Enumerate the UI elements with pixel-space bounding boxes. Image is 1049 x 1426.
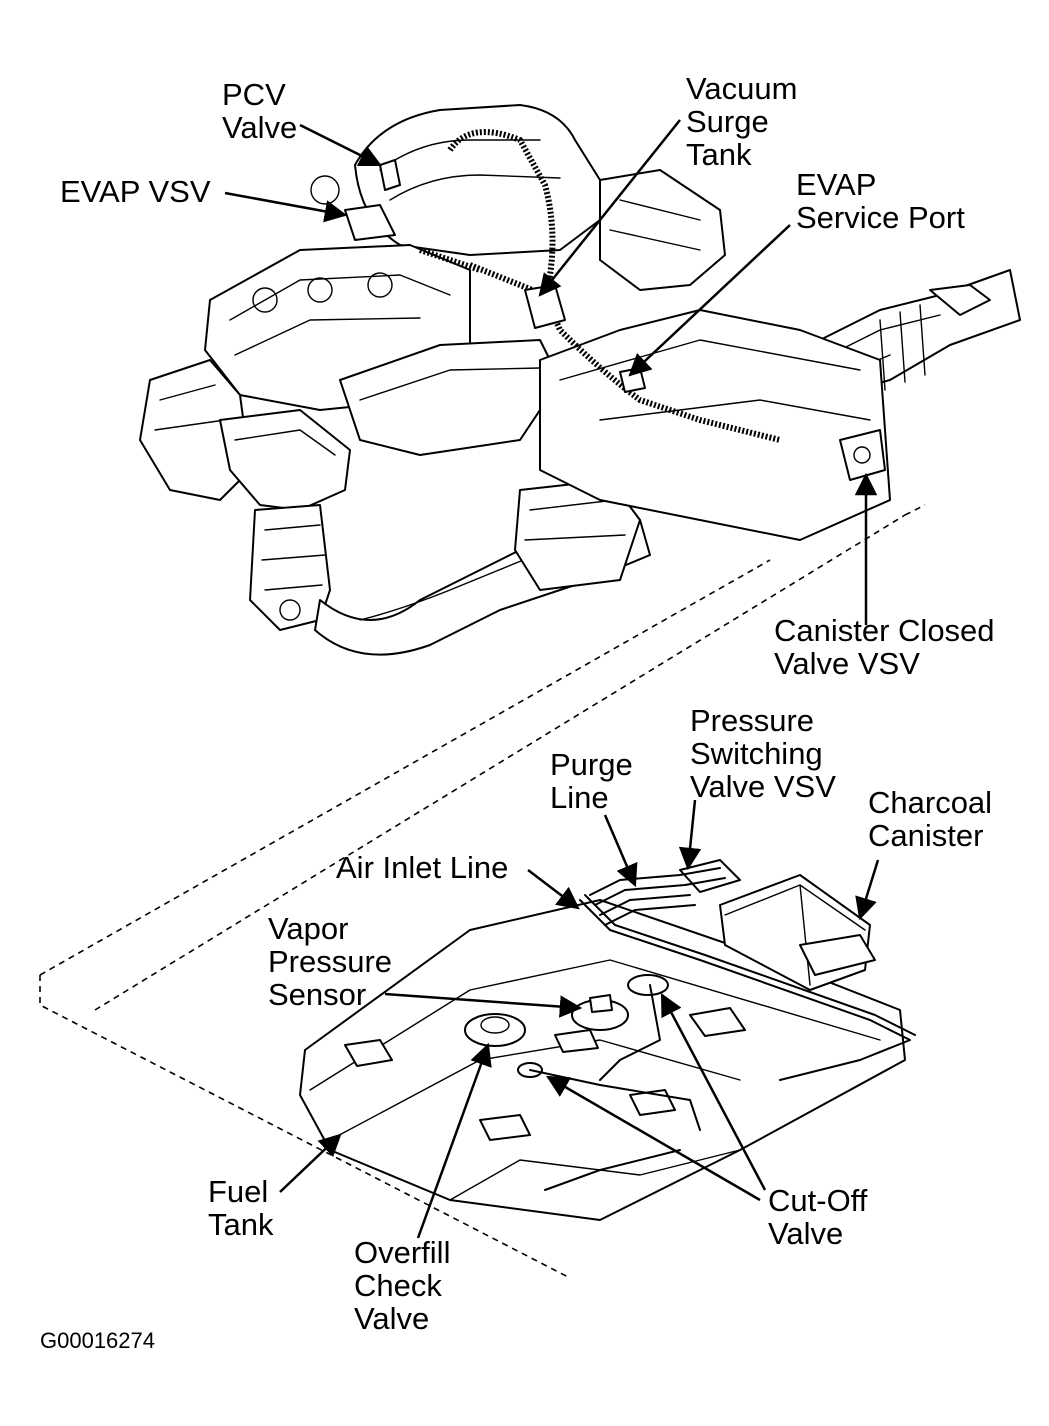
label-cut-off-valve: Cut-Off Valve (768, 1183, 868, 1251)
label-charcoal-canister: Charcoal Canister (868, 785, 993, 853)
extension-lines (39, 504, 926, 1279)
label-evap-service-port: EVAP Service Port (796, 167, 965, 235)
label-overfill-check-valve: Overfill Check Valve (354, 1235, 451, 1336)
leader-arrows (224, 119, 880, 1239)
figure-code: G00016274 (40, 1328, 155, 1353)
label-canister-closed-valve-vsv: Canister Closed Valve VSV (774, 613, 995, 681)
label-purge-line: Purge Line (550, 747, 633, 815)
label-fuel-tank: Fuel Tank (208, 1174, 274, 1242)
label-pcv-valve: PCV Valve (222, 77, 298, 145)
label-evap-vsv: EVAP VSV (60, 174, 211, 209)
fuel-tank-assembly (299, 859, 916, 1221)
label-air-inlet-line: Air Inlet Line (336, 850, 509, 885)
label-vacuum-surge-tank: Vacuum Surge Tank (686, 71, 798, 172)
label-vapor-pressure-sensor: Vapor Pressure Sensor (268, 911, 393, 1012)
label-pressure-switching-valve-vsv: Pressure Switching Valve VSV (690, 703, 836, 804)
engine-assembly (139, 104, 1021, 656)
